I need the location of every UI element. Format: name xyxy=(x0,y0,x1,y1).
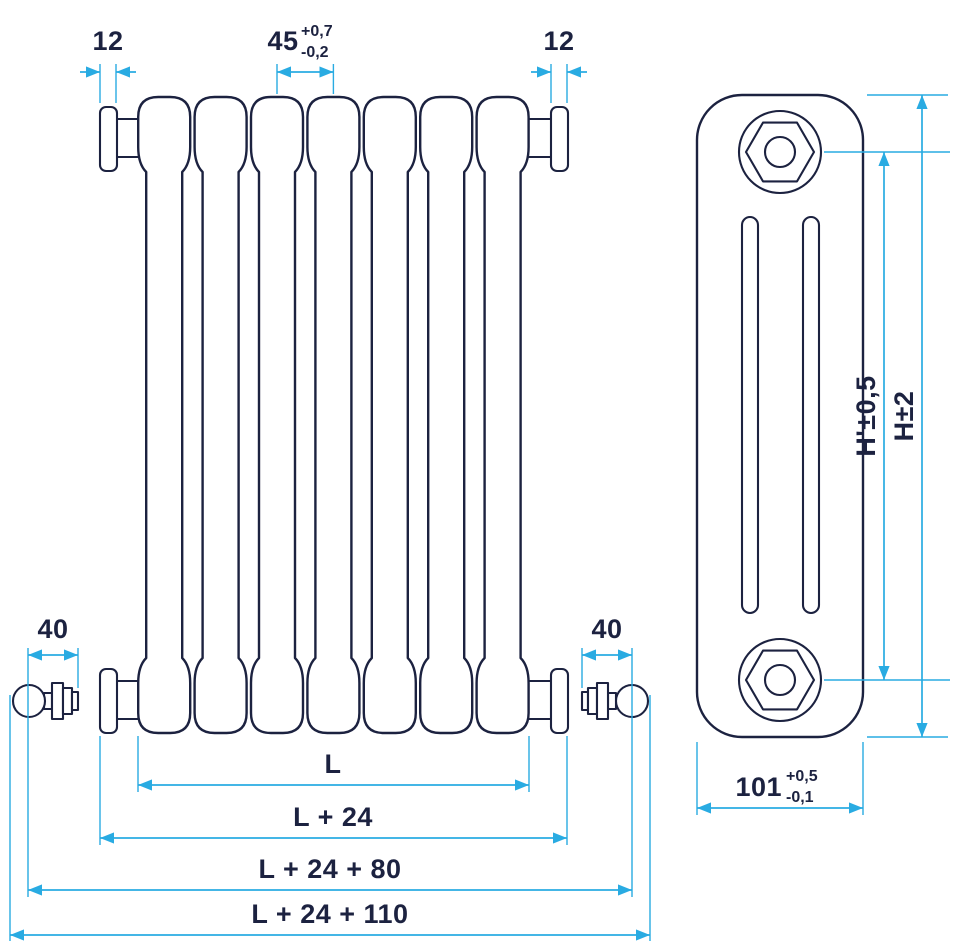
valve-left-knob xyxy=(11,683,47,719)
dim-label-valve-left: 40 xyxy=(37,614,68,644)
radiator-sections xyxy=(136,95,530,735)
dimension-labels: 12 12 45 +0,7 -0,2 40 40 L L + 24 L + 24… xyxy=(37,23,919,929)
dimension-lines xyxy=(9,64,950,941)
radiator-section xyxy=(193,95,248,735)
dim-label-valve-right: 40 xyxy=(591,614,622,644)
radiator-section xyxy=(249,95,305,735)
bushing-bottom xyxy=(737,637,823,723)
dim-label-depth-tol-plus: +0,5 xyxy=(786,768,818,785)
plug-top-right xyxy=(549,105,570,173)
dim-label-overall-height: H±2 xyxy=(889,391,919,442)
hub-top-right xyxy=(524,117,555,159)
dim-label-length-24-110: L + 24 + 110 xyxy=(251,899,408,929)
dim-label-depth-tol-minus: -0,1 xyxy=(786,789,814,806)
valve-right xyxy=(580,681,650,721)
hub-bottom-right xyxy=(524,679,555,721)
dim-label-length-24-80: L + 24 + 80 xyxy=(258,854,401,884)
side-body xyxy=(695,93,865,739)
valve-right-body xyxy=(586,686,599,716)
dim-label-length: L xyxy=(325,749,342,779)
bushing-top-bore xyxy=(763,135,797,169)
bushing-top xyxy=(737,109,823,195)
bushing-bottom-bore xyxy=(763,663,797,697)
valve-right-nut xyxy=(595,681,610,721)
dim-label-plug-left: 12 xyxy=(92,26,123,56)
dim-label-length-24: L + 24 xyxy=(293,802,373,832)
plug-bottom-left xyxy=(98,667,119,735)
radiator-section xyxy=(362,95,417,735)
hub-top-left xyxy=(112,117,143,159)
valve-left-nut xyxy=(50,681,65,721)
radiator-section xyxy=(475,95,530,735)
dim-label-depth: 101 xyxy=(735,772,782,802)
valve-right-neck xyxy=(606,691,618,711)
plug-bottom-right xyxy=(549,667,570,735)
plug-top-left xyxy=(98,105,119,173)
radiator-section xyxy=(419,95,474,735)
dim-label-axis-height: H'±0,5 xyxy=(851,375,881,456)
valve-left xyxy=(11,681,80,721)
front-view xyxy=(11,95,650,735)
side-view xyxy=(695,93,865,739)
radiator-section xyxy=(306,95,361,735)
dim-label-pitch-tol-minus: -0,2 xyxy=(301,44,329,61)
valve-left-body xyxy=(61,686,74,716)
radiator-section xyxy=(136,95,192,735)
valve-left-washer xyxy=(70,690,80,712)
dim-label-pitch: 45 xyxy=(267,26,298,56)
dim-label-plug-right: 12 xyxy=(543,26,574,56)
hub-bottom-left xyxy=(112,679,143,721)
side-groove-left xyxy=(740,215,760,615)
side-groove-right xyxy=(801,215,821,615)
dim-label-pitch-tol-plus: +0,7 xyxy=(301,23,333,40)
